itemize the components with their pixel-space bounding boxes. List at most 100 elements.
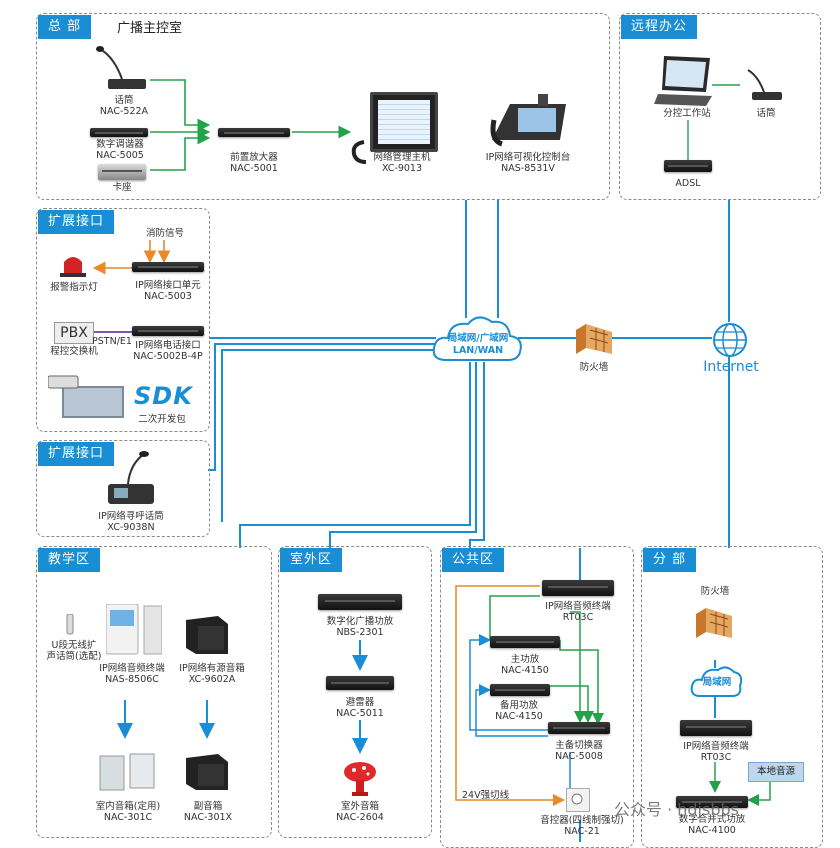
outdoor-panel	[278, 546, 432, 838]
alarm-light-icon	[60, 257, 86, 277]
branch-tag: 分 部	[643, 548, 697, 572]
outdoor-tag: 室外区	[280, 548, 343, 572]
preamp-device	[218, 128, 290, 137]
edu-panel	[36, 546, 272, 838]
hq-mic-model: NAC-522A	[99, 106, 149, 117]
branch-terminal-device	[680, 720, 752, 736]
branch-amp-label: 数字合并式功放	[678, 814, 746, 825]
firewall-label: 防火墙	[579, 362, 609, 373]
sdk-logo: SDK	[134, 382, 193, 410]
phone-iface-device	[132, 326, 204, 336]
public-terminal-device	[542, 580, 614, 596]
hq-host-model: XC-9013	[381, 163, 423, 174]
tuner-device	[90, 128, 148, 137]
remote-panel	[619, 13, 821, 200]
edu-sub-model: NAC-301X	[183, 812, 233, 823]
lan-cloud-icon	[432, 316, 522, 361]
console-icon	[490, 94, 566, 147]
branch-lan-label: 局域网	[702, 677, 732, 688]
edu-terminal-model: NAS-8506C	[105, 674, 159, 685]
adsl-device	[664, 160, 712, 172]
deck-device	[98, 164, 146, 180]
internet-label: Internet	[703, 359, 759, 375]
host-monitor	[370, 92, 438, 152]
switcher-device	[548, 722, 610, 734]
hq-console-model: NAS-8531V	[501, 163, 555, 174]
iface-model: NAC-5003	[144, 291, 192, 302]
watermark: 公众号 · hdjsbbs	[614, 800, 739, 819]
main-amp-device	[490, 636, 560, 648]
v24-label: 24V强切线	[462, 790, 510, 801]
edu-speaker-model: XC-9602A	[188, 674, 236, 685]
internet-globe-icon	[713, 323, 747, 357]
horn-label: 室外音箱	[340, 801, 379, 812]
volume-knob-icon	[571, 793, 583, 805]
branch-terminal-label: IP网络音频终端	[683, 741, 749, 752]
indoor-speaker-icon	[99, 753, 155, 791]
horn-speaker-icon	[344, 762, 376, 796]
ext2-panel	[36, 440, 210, 537]
edu-terminal-icon	[106, 604, 162, 655]
sub-speaker-icon	[186, 754, 228, 790]
ext2-tag: 扩展接口	[38, 442, 115, 466]
switcher-label: 主备切换器	[555, 740, 603, 751]
lan-cloud-label-2: LAN/WAN	[452, 345, 504, 356]
horn-model: NAC-2604	[336, 812, 384, 823]
backup-amp-device	[490, 684, 550, 696]
public-terminal-model: RT03C	[562, 612, 594, 623]
phone-iface-model: NAC-5002B-4P	[133, 351, 203, 362]
handset-icon	[351, 140, 367, 164]
hq-preamp-model: NAC-5001	[230, 163, 278, 174]
main-amp-label: 主功放	[510, 654, 540, 665]
camera-screen-icon	[48, 375, 124, 418]
public-tag: 公共区	[442, 548, 505, 572]
local-source-box: 本地音源	[748, 762, 804, 782]
remote-station-label: 分控工作站	[663, 108, 711, 119]
active-speaker-icon	[186, 616, 228, 654]
arrester-device	[326, 676, 394, 690]
branch-amp-model: NAC-4100	[688, 825, 736, 836]
laptop-icon	[654, 56, 712, 106]
iface-device	[132, 262, 204, 272]
edu-tag: 教学区	[38, 548, 101, 572]
edu-speaker-label: IP网络有源音箱	[179, 663, 245, 674]
remote-microphone-icon	[747, 69, 782, 100]
arrester-model: NAC-5011	[336, 708, 384, 719]
wireless-mic-icon	[66, 614, 74, 635]
volume-model: NAC-21	[564, 826, 600, 837]
firewall-icon	[576, 324, 612, 354]
volume-label: 音控器(四线制强切)	[540, 815, 624, 826]
pager-label: IP网络寻呼话筒	[98, 511, 164, 522]
pager-microphone-icon	[108, 451, 154, 504]
outdoor-amp-label: 数字化广播功放	[326, 616, 394, 627]
hq-deck-label: 卡座	[112, 182, 132, 193]
hq-tuner-model: NAC-5005	[96, 150, 144, 161]
branch-lan-cloud-icon	[690, 666, 743, 697]
iface-label: IP网络接口单元	[135, 280, 201, 291]
edu-indoor-model: NAC-301C	[103, 812, 153, 823]
hq-panel	[36, 13, 610, 200]
public-terminal-label: IP网络音频终端	[545, 601, 611, 612]
hq-preamp-label: 前置放大器	[230, 152, 278, 163]
pbx-label: 程控交换机	[50, 346, 98, 357]
arrester-label: 避雷器	[345, 697, 375, 708]
hq-title: 广播主控室	[117, 21, 183, 36]
sdk-label: 二次开发包	[138, 414, 186, 425]
alarm-label: 报警指示灯	[50, 282, 98, 293]
switcher-model: NAC-5008	[555, 751, 603, 762]
edu-sub-label: 副音箱	[193, 801, 223, 812]
edu-indoor-label: 室内音箱(定用)	[95, 801, 161, 812]
remote-tag: 远程办公	[621, 15, 698, 39]
edu-wireless-label-1: U段无线扩	[51, 640, 97, 651]
lan-cloud-label-1: 局域网/广域网	[447, 333, 509, 344]
remote-adsl-label: ADSL	[675, 178, 701, 189]
hq-tag: 总 部	[38, 15, 92, 39]
branch-firewall-label: 防火墙	[700, 586, 730, 597]
edu-terminal-label: IP网络音频终端	[99, 663, 165, 674]
microphone-icon	[96, 46, 146, 89]
outdoor-amp-model: NBS-2301	[336, 627, 384, 638]
hq-mic-label: 话筒	[114, 95, 134, 106]
remote-mic-label: 话筒	[756, 108, 776, 119]
branch-firewall-icon	[696, 608, 732, 638]
